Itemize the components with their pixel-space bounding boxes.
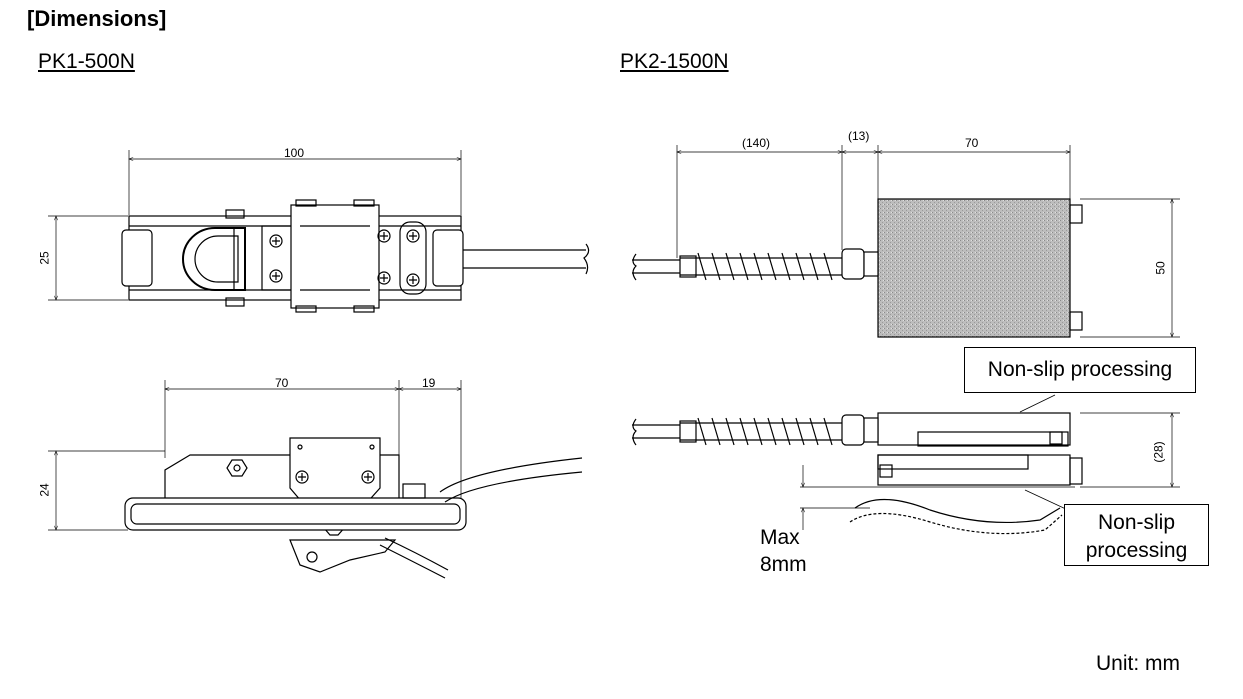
callout-line-1: Non-slip — [1097, 511, 1176, 534]
dim-length-70: 70 — [275, 376, 289, 390]
model-label-pk2: PK2-1500N — [620, 50, 729, 73]
dim-height-24: 24 — [37, 483, 52, 497]
max-label-line1: Max — [760, 526, 800, 549]
pk2-side-view — [632, 394, 1180, 535]
dim-height-28: (28) — [1151, 441, 1166, 463]
model-label-pk1: PK1-500N — [38, 50, 135, 73]
unit-label: Unit: mm — [1096, 652, 1180, 675]
dim-width-100: 100 — [284, 146, 305, 160]
dim-gland-13: (13) — [848, 129, 870, 143]
callout-non-slip-top: Non-slip processing — [964, 347, 1196, 393]
page-title: [Dimensions] — [27, 6, 167, 31]
dim-height-50: 50 — [1153, 261, 1168, 275]
dim-cable-140: (140) — [742, 136, 771, 150]
pk2-top-view — [632, 145, 1180, 338]
dim-height-25: 25 — [37, 251, 52, 265]
pk1-side-view — [48, 380, 583, 579]
callout-non-slip-bottom: Non-slip processing — [1064, 504, 1209, 566]
callout-line-2: processing — [1085, 539, 1188, 562]
dim-ext-19: 19 — [422, 376, 436, 390]
pk1-top-view — [48, 150, 590, 313]
max-label-line2: 8mm — [760, 553, 807, 576]
dim-body-70: 70 — [965, 136, 979, 150]
